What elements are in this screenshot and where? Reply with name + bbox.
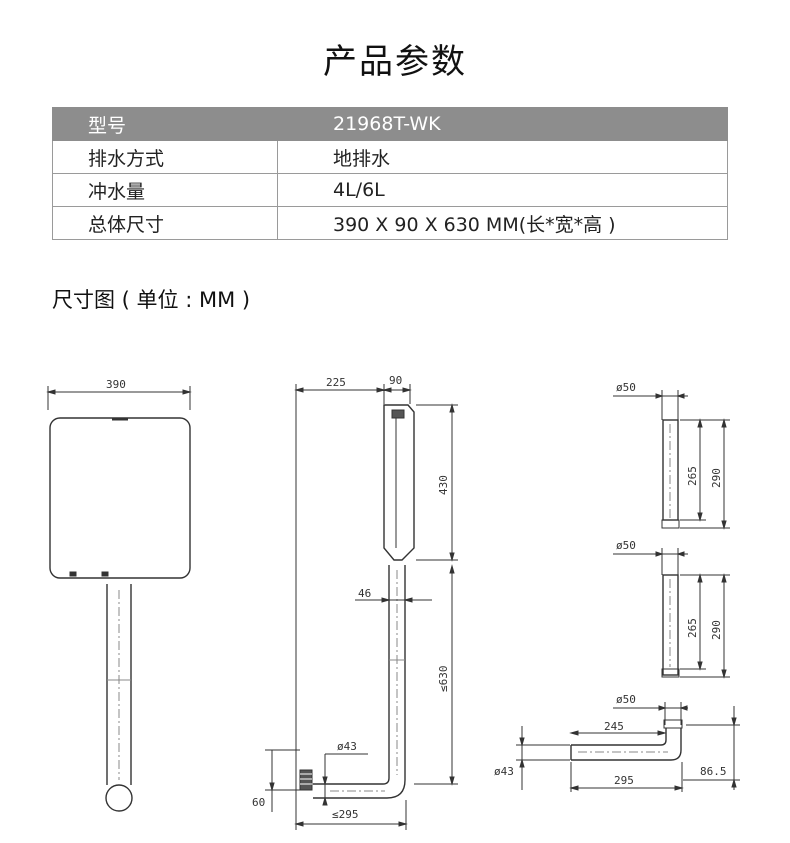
params-table: 型号 21968T-WK 排水方式 地排水 冲水量 4L/6L 总体尺寸 390…	[52, 107, 728, 240]
param-value: 390 X 90 X 630 MM(长*宽*高 )	[277, 206, 728, 240]
side-thickness-label: 90	[389, 374, 402, 387]
total-height-label: ≤630	[437, 666, 450, 693]
pipe-a-diameter-label: ø50	[616, 381, 636, 394]
param-label: 冲水量	[52, 173, 278, 207]
pipe-a-outer-label: 290	[710, 468, 723, 488]
outlet-diameter-label: ø43	[337, 740, 357, 753]
pipe-a-view: ø50 265 290	[613, 381, 730, 530]
dimension-heading: 尺寸图 ( 单位 : MM )	[52, 288, 251, 312]
elbow-diameter-side-label: ø43	[494, 765, 514, 778]
param-row-model: 型号 21968T-WK	[52, 107, 728, 141]
elbow-inner-length-label: 245	[604, 720, 624, 733]
param-label: 总体尺寸	[52, 206, 278, 240]
param-row-flush: 冲水量 4L/6L	[52, 173, 728, 207]
pipe-a-inner-label: 265	[686, 466, 699, 486]
page-title: 产品参数	[323, 42, 467, 82]
side-depth-label: 225	[326, 376, 346, 389]
param-value: 4L/6L	[277, 173, 728, 207]
param-value: 21968T-WK	[277, 107, 728, 141]
outlet-reach-label: ≤295	[332, 808, 359, 821]
pipe-offset-label: 46	[358, 587, 371, 600]
param-value: 地排水	[277, 140, 728, 174]
elbow-pipe-view: ø50 245 295 ø43 86.5	[494, 693, 740, 792]
elbow-diameter-top-label: ø50	[616, 693, 636, 706]
pipe-b-view: ø50 265 290	[613, 539, 730, 679]
pipe-b-outer-label: 290	[710, 620, 723, 640]
tank-height-label: 430	[437, 475, 450, 495]
elbow-drop-label: 86.5	[700, 765, 727, 778]
elbow-pipe	[571, 728, 682, 761]
front-width-label: 390	[106, 378, 126, 391]
tank-front	[49, 417, 191, 579]
pipe-b-diameter-label: ø50	[616, 539, 636, 552]
outlet-height-label: 60	[252, 796, 265, 809]
pipe-b-inner-label: 265	[686, 618, 699, 638]
drain-pipe-side	[313, 565, 406, 799]
param-row-size: 总体尺寸 390 X 90 X 630 MM(长*宽*高 )	[52, 206, 728, 240]
outlet-flange	[299, 769, 313, 791]
front-view: 390	[46, 378, 192, 812]
tank-side	[383, 404, 415, 561]
elbow-outer-length-label: 295	[614, 774, 634, 787]
param-label: 型号	[52, 107, 278, 141]
outlet-pipe-front	[105, 784, 133, 812]
side-view: 225 90 430 46 ≤630 ø43 60	[252, 374, 458, 830]
pipe-b	[662, 574, 679, 676]
